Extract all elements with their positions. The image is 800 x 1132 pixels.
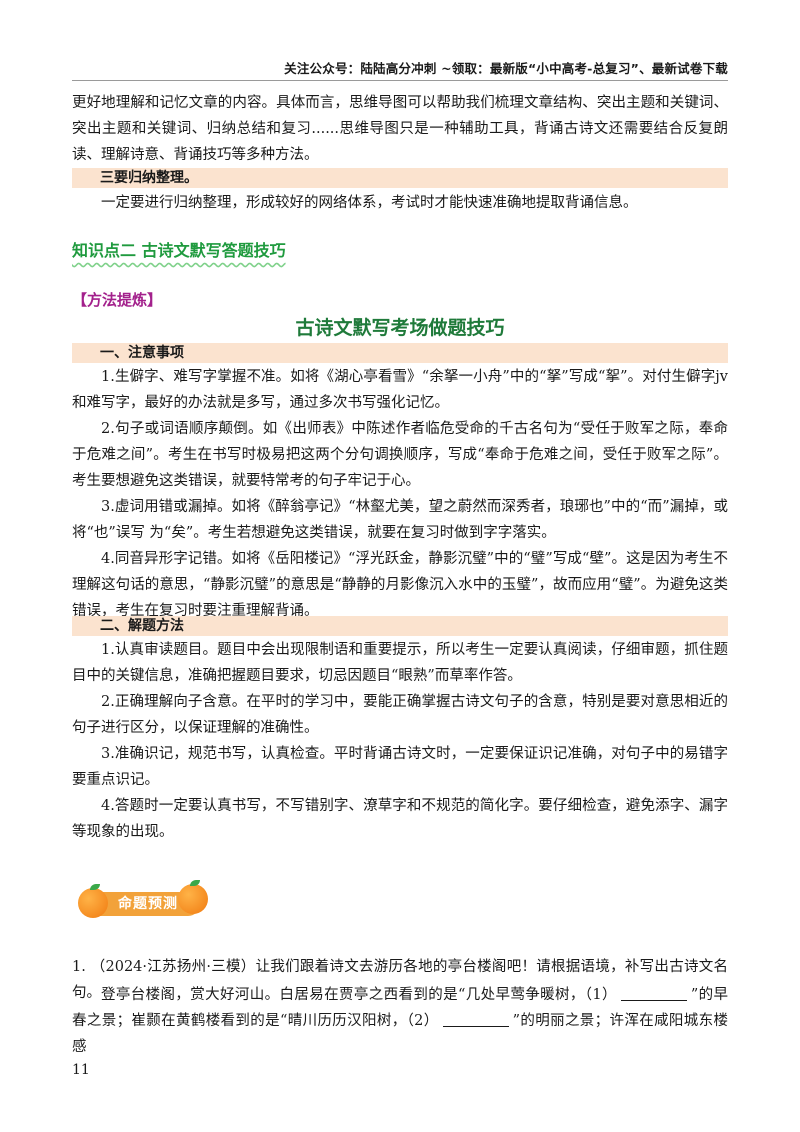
header-divider: [72, 80, 728, 81]
section2-heading: 二、解题方法: [100, 618, 184, 634]
question-prompt: 让我们跟着诗文去游历各地的亭台楼阁吧！请根据语境，补写出古诗文名句。: [72, 959, 729, 1001]
point3-title: 三要归纳整理。: [100, 170, 198, 186]
page-number: 11: [72, 1062, 90, 1078]
answer-blank-1[interactable]: [620, 984, 687, 1001]
question-number: 1.: [72, 959, 86, 975]
intro-paragraph: 更好地理解和记忆文章的内容。具体而言，思维导图可以帮助我们梳理文章结构、突出主题…: [72, 95, 728, 163]
point3-text: 一定要进行归纳整理，形成较好的网络体系，考试时才能快速准确地提取背诵信息。: [101, 195, 638, 211]
section2-item: 4.答题时一定要认真书写，不写错别字、潦草字和不规范的简化字。要仔细检查，避免添…: [72, 798, 728, 840]
section1-heading: 一、注意事项: [100, 345, 184, 361]
section2-highlight: [72, 616, 728, 636]
point3-highlight: [72, 168, 728, 188]
prediction-badge: 命题预测: [78, 880, 208, 926]
section1-item: 4.同音异形字记错。如将《岳阳楼记》“浮光跃金，静影沉璧”中的“璧”写成“壁”。…: [72, 551, 728, 619]
section2-item: 3.准确识记，规范书写，认真检查。平时背诵古诗文时，一定要保证识记准确，对句子中…: [72, 746, 728, 788]
question-1: 1. （2024·江苏扬州·三模）让我们跟着诗文去游历各地的亭台楼阁吧！请根据语…: [72, 954, 728, 1006]
question-body-part2: ”的早春之景；崔颢在黄鹤楼看到的是“晴川历历汉阳树，（2）: [72, 987, 728, 1029]
orange-icon: [178, 884, 208, 914]
section1-item: 3.虚词用错或漏掉。如将《醉翁亭记》“林壑尤美，望之蔚然而深秀者，琅琊也”中的“…: [72, 499, 728, 541]
leaf-icon: [90, 884, 100, 890]
orange-icon: [78, 888, 108, 918]
knowledge-point-title: 知识点二 古诗文默写答题技巧: [72, 241, 286, 260]
section2-item: 1.认真审读题目。题目中会出现限制语和重要提示，所以考生一定要认真阅读，仔细审题…: [72, 642, 728, 684]
question-body-part3: ”的明丽之景；许浑在咸阳城东楼感: [72, 1013, 728, 1055]
leaf-icon: [190, 880, 200, 886]
answer-blank-2[interactable]: [442, 1010, 509, 1027]
question-body: 登亭台楼阁，赏大好河山。白居易在贾亭之西看到的是“几处早莺争暖树，（1）”的早春…: [72, 982, 728, 1060]
header-note: 关注公众号：陆陆高分冲刺 ~领取：最新版“小中高考-总复习”、最新试卷下载: [284, 61, 728, 76]
method-tag: 【方法提炼】: [72, 291, 163, 309]
main-title: 古诗文默写考场做题技巧: [295, 317, 505, 339]
badge-label: 命题预测: [118, 896, 178, 912]
question-body-part1: 登亭台楼阁，赏大好河山。白居易在贾亭之西看到的是“几处早莺争暖树，（1）: [101, 987, 617, 1003]
section2-item: 2.正确理解向子含意。在平时的学习中，要能正确掌握古诗文句子的含意，特别是要对意…: [72, 694, 728, 736]
section1-item: 1.生僻字、难写字掌握不准。如将《湖心亭看雪》“余拏一小舟”中的“拏”写成“挐”…: [72, 369, 728, 411]
section1-highlight: [72, 343, 728, 363]
section1-item: 2.句子或词语顺序颠倒。如《出师表》中陈述作者临危受命的千古名句为“受任于败军之…: [72, 421, 728, 489]
question-source: （2024·江苏扬州·三模）: [90, 959, 256, 975]
